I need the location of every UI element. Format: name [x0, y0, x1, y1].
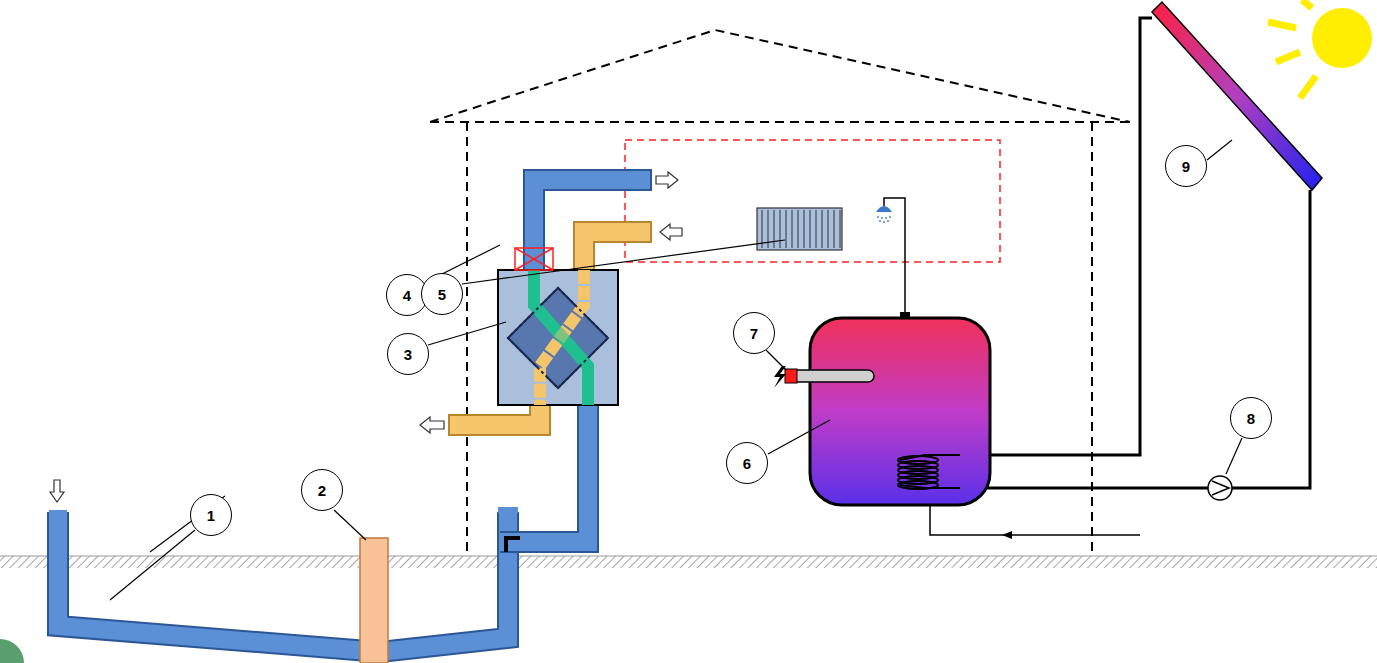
callout-number: 3	[404, 347, 412, 362]
extract-arrow	[660, 224, 682, 240]
leader-lines	[110, 140, 1242, 600]
corner-badge	[0, 639, 24, 663]
house-outline	[430, 30, 1130, 555]
callout-circle: 9	[1165, 145, 1207, 187]
callout-circle: 3	[387, 333, 429, 375]
exhaust-arrow	[420, 417, 444, 433]
condensate-shaft	[360, 538, 388, 663]
callout-number: 9	[1182, 159, 1190, 174]
heat-recovery-unit	[498, 270, 618, 405]
solar-circuit	[960, 18, 1310, 488]
ground	[0, 556, 1377, 568]
callout-number: 8	[1247, 411, 1255, 426]
solar-collector	[1152, 2, 1322, 190]
callout-circle: 5	[421, 273, 463, 315]
cold-water-inlet	[930, 505, 1140, 539]
callout-number: 1	[207, 508, 215, 523]
callout-circle: 6	[726, 442, 768, 484]
callout-circle: 8	[1230, 397, 1272, 439]
ground-heat-exchanger-pipe	[58, 510, 518, 652]
circulation-pump	[1208, 476, 1232, 500]
sun	[1268, 0, 1372, 98]
air-filter	[515, 248, 553, 270]
condensate-valve	[506, 538, 520, 552]
storage-tank	[774, 312, 990, 505]
supply-arrow	[656, 172, 678, 188]
callout-number: 5	[438, 287, 446, 302]
heated-zone	[625, 140, 1000, 262]
callout-circle: 7	[733, 312, 775, 354]
callout-number: 7	[750, 326, 758, 341]
callout-number: 6	[743, 456, 751, 471]
air-inlet-arrow	[50, 480, 64, 502]
callout-number: 4	[403, 288, 411, 303]
callout-circle: 1	[190, 494, 232, 536]
callout-circle: 2	[301, 469, 343, 511]
callout-number: 2	[318, 483, 326, 498]
radiator	[757, 208, 842, 250]
shower	[876, 198, 905, 318]
exhaust-duct	[448, 232, 652, 425]
